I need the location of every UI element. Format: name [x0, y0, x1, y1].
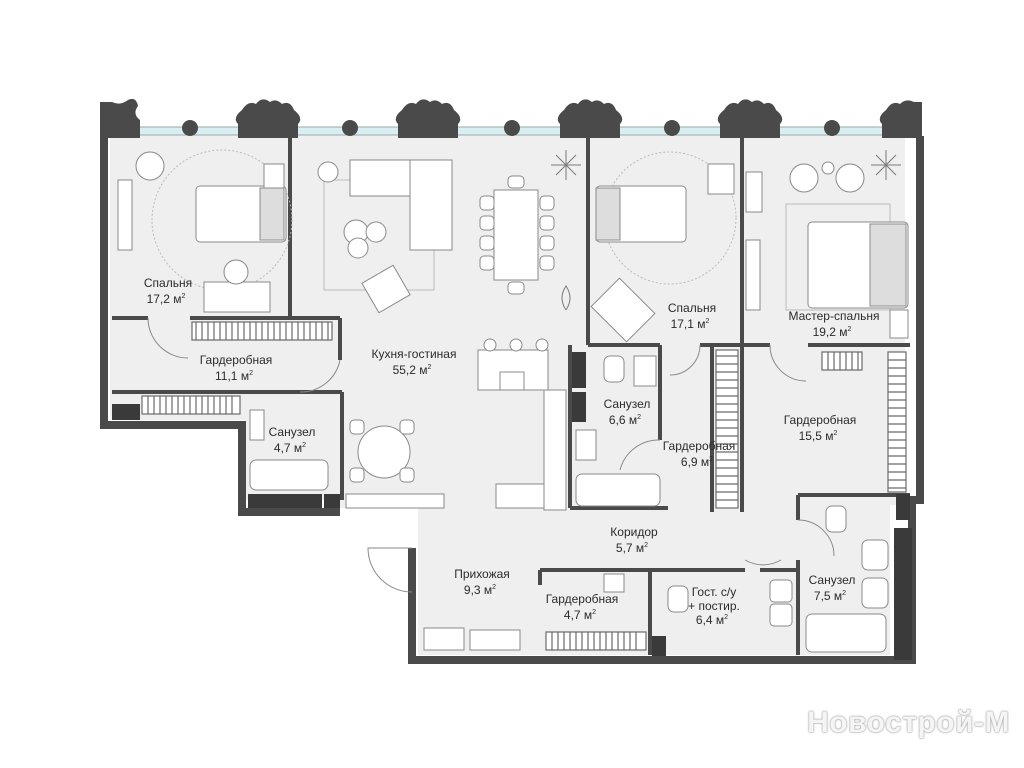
facade-columns — [100, 98, 922, 138]
label-wardrobe-mid: Гардеробная — [663, 439, 736, 453]
label-bath-mid: Санузел — [604, 397, 651, 411]
svg-text:17,2 м2: 17,2 м2 — [147, 292, 186, 306]
area-bedroom-left: 17,2 м — [147, 292, 182, 306]
floor — [110, 130, 905, 655]
watermark: Новострой-М — [807, 706, 1010, 739]
svg-text:15,5 м2: 15,5 м2 — [799, 429, 838, 443]
svg-text:9,3 м2: 9,3 м2 — [464, 583, 496, 597]
area-bath-left: 4,7 м — [274, 441, 302, 455]
area-bedroom-mid: 17,1 м — [671, 317, 706, 331]
svg-text:55,2 м2: 55,2 м2 — [393, 363, 432, 377]
area-bath-right: 7,5 м — [814, 589, 842, 603]
label-wardrobe-right: Гардеробная — [784, 413, 857, 427]
label-hallway: Прихожая — [454, 567, 510, 581]
svg-text:4,7 м2: 4,7 м2 — [274, 441, 306, 455]
area-bath-mid: 6,6 м — [609, 413, 637, 427]
area-corridor: 5,7 м — [616, 541, 644, 555]
svg-text:6,6 м2: 6,6 м2 — [609, 413, 641, 427]
area-master-bedroom: 19,2 м — [813, 325, 848, 339]
label-bath-right: Санузел — [809, 573, 856, 587]
svg-text:4,7 м2: 4,7 м2 — [564, 608, 596, 622]
svg-text:11,1 м2: 11,1 м2 — [215, 369, 253, 383]
svg-text:6,9 м2: 6,9 м2 — [681, 455, 713, 469]
plants — [551, 150, 901, 311]
svg-text:7,5 м2: 7,5 м2 — [814, 589, 846, 603]
svg-text:19,2 м2: 19,2 м2 — [813, 325, 852, 339]
area-wardrobe-hall: 4,7 м — [564, 608, 592, 622]
area-wardrobe-mid: 6,9 м — [681, 455, 709, 469]
label-master-bedroom: Мастер-спальня — [788, 309, 879, 323]
area-wardrobe-right: 15,5 м — [799, 429, 834, 443]
label-bedroom-mid: Спальня — [668, 301, 716, 315]
door-swings — [147, 317, 835, 593]
area-kitchen-living: 55,2 м — [393, 363, 428, 377]
room-labels: Спальня 17,2 м2 Гардеробная 11,1 м2 Сану… — [144, 276, 880, 627]
svg-text:5,7 м2: 5,7 м2 — [616, 541, 648, 555]
label-guest-wc: Гост. с/у — [692, 585, 737, 599]
label-bedroom-left: Спальня — [144, 276, 192, 290]
label-wardrobe-hall: Гардеробная — [546, 592, 619, 606]
furniture — [117, 149, 909, 653]
interior-walls — [112, 138, 910, 655]
svg-text:6,4 м2: 6,4 м2 — [696, 613, 728, 627]
area-wardrobe-left: 11,1 м — [215, 369, 249, 383]
svg-text:17,1 м2: 17,1 м2 — [671, 317, 710, 331]
area-hallway: 9,3 м — [464, 583, 492, 597]
label-bath-left: Санузел — [269, 425, 316, 439]
label-guest-wc-laundry: + постир. — [688, 599, 740, 613]
wall-blocks — [112, 352, 912, 660]
area-guest-wc: 6,4 м — [696, 613, 724, 627]
label-kitchen-living: Кухня-гостиная — [372, 347, 457, 361]
wardrobe-shelves — [141, 321, 907, 651]
label-wardrobe-left: Гардеробная — [200, 353, 273, 367]
label-corridor: Коридор — [610, 525, 658, 539]
